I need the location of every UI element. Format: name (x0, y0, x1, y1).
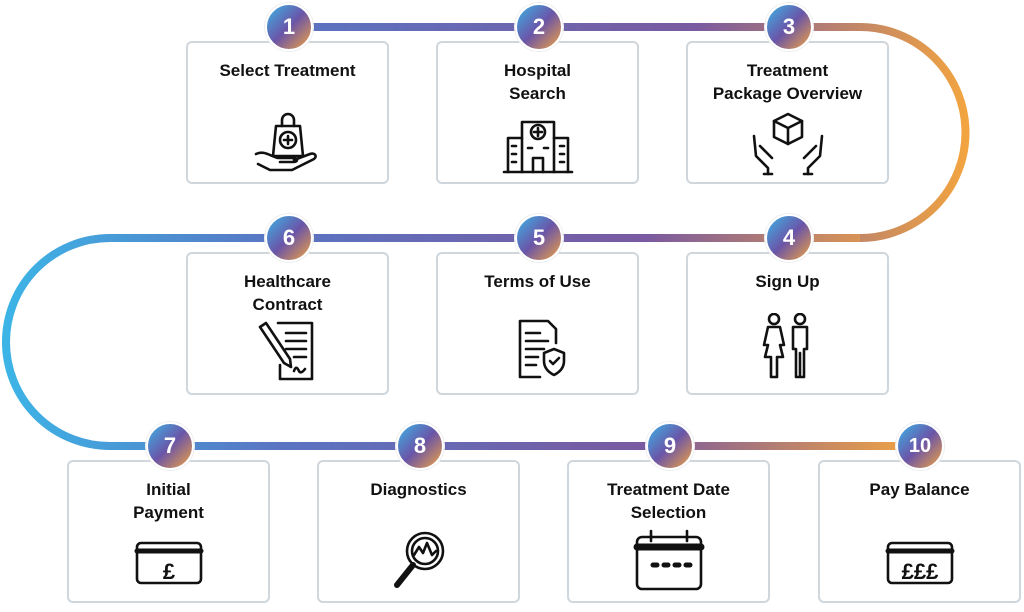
step-title: Diagnostics (370, 480, 467, 499)
hands-box-icon (750, 110, 826, 176)
document-shield-icon (500, 313, 576, 379)
step-badge-9: 9 (646, 422, 694, 470)
magnifier-chart-icon (381, 527, 457, 593)
step-title: Treatment Date Selection (607, 480, 730, 522)
step-badge-2: 2 (515, 3, 563, 51)
step-card-select-treatment: Select Treatment (186, 41, 389, 184)
step-badge-5: 5 (515, 214, 563, 262)
calendar-icon (631, 527, 707, 593)
step-title: Healthcare Contract (244, 272, 331, 314)
card-symbol: £ (162, 559, 175, 584)
step-card-healthcare-contract: Healthcare Contract (186, 252, 389, 395)
people-icon (750, 312, 826, 379)
step-badge-6: 6 (265, 214, 313, 262)
step-card-sign-up: Sign Up (686, 252, 889, 395)
card-pounds-icon: £££ (882, 537, 958, 587)
step-title: Terms of Use (484, 272, 591, 291)
step-title: Pay Balance (869, 480, 970, 499)
step-card-hospital-search: Hospital Search (436, 41, 639, 184)
contract-pen-icon (250, 315, 326, 381)
step-card-terms-of-use: Terms of Use (436, 252, 639, 395)
hand-shopping-bag-medical-icon (250, 106, 326, 172)
step-badge-7: 7 (146, 422, 194, 470)
step-card-diagnostics: Diagnostics (317, 460, 520, 603)
step-title: Sign Up (755, 272, 820, 291)
step-badge-4: 4 (765, 214, 813, 262)
step-card-initial-payment: Initial Payment £ (67, 460, 270, 603)
card-pound-icon: £ (131, 537, 207, 587)
step-title: Select Treatment (219, 61, 356, 80)
step-badge-8: 8 (396, 422, 444, 470)
step-badge-1: 1 (265, 3, 313, 51)
step-badge-3: 3 (765, 3, 813, 51)
card-symbol: £££ (901, 559, 938, 584)
step-card-treatment-date-selection: Treatment Date Selection (567, 460, 770, 603)
step-title: Hospital Search (503, 61, 572, 103)
step-card-treatment-package-overview: Treatment Package Overview (686, 41, 889, 184)
step-card-pay-balance: Pay Balance £££ (818, 460, 1021, 603)
step-title: Treatment Package Overview (712, 61, 863, 103)
hospital-building-icon (500, 108, 576, 174)
step-title: Initial Payment (133, 480, 204, 522)
step-badge-10: 10 (896, 422, 944, 470)
